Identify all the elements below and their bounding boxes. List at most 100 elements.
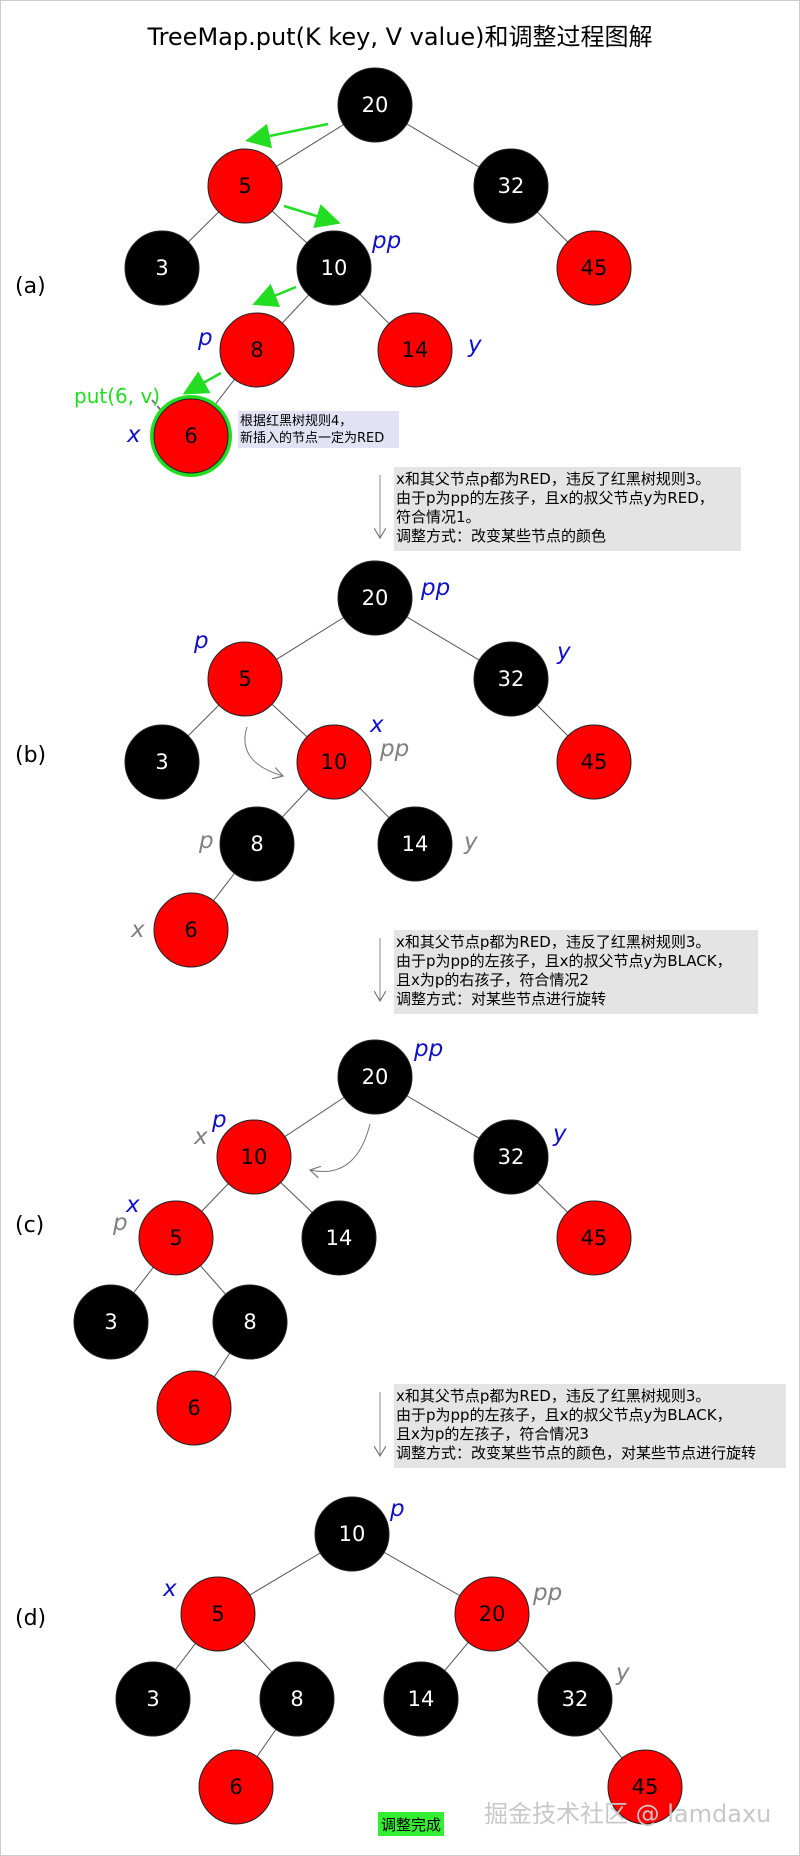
node-circle <box>556 230 632 306</box>
node-circle <box>207 148 283 224</box>
note-line: 且x为p的右孩子，符合情况2 <box>396 971 589 989</box>
node-key: 8 <box>250 832 263 856</box>
node-circle <box>124 230 200 306</box>
panel-label-d: (d) <box>15 1606 46 1631</box>
tree-node-a-8: 8 <box>219 312 295 388</box>
role-label-d-pp: pp <box>532 1580 562 1606</box>
node-circle <box>212 1284 288 1360</box>
tree-node-a-32: 32 <box>473 148 549 224</box>
node-circle <box>180 1576 256 1652</box>
role-label-b-pp: pp <box>420 575 450 601</box>
node-key: 45 <box>581 750 608 774</box>
tree-node-d-8: 8 <box>259 1661 335 1737</box>
note-line: x和其父节点p都为RED，违反了红黑树规则3。 <box>396 933 710 951</box>
note-line: 由于p为pp的左孩子，且x的叔父节点y为BLACK， <box>396 952 732 970</box>
role-label-d-x: x <box>162 1576 177 1602</box>
node-key: 45 <box>581 1226 608 1250</box>
tree-node-b-20: 20 <box>337 560 413 636</box>
note-box <box>394 930 758 1014</box>
tree-node-c-10: 10 <box>216 1119 292 1195</box>
node-circle <box>377 806 453 882</box>
role-label-c-x: x <box>193 1124 208 1150</box>
role-label-b-pp: pp <box>379 736 409 762</box>
node-key: 6 <box>229 1775 242 1799</box>
node-circle <box>73 1284 149 1360</box>
role-label-a-p: p <box>197 325 213 351</box>
node-circle <box>216 1119 292 1195</box>
note-line: x和其父节点p都为RED，违反了红黑树规则3。 <box>396 1387 710 1405</box>
note-line: 调整方式：改变某些节点的颜色 <box>396 527 606 545</box>
tree-node-c-20: 20 <box>337 1039 413 1115</box>
node-key: 32 <box>498 1145 525 1169</box>
note-line: 且x为p的左孩子，符合情况3 <box>396 1425 589 1443</box>
done-badge <box>378 1812 444 1836</box>
rotate-right-arrow <box>310 1123 371 1172</box>
node-key: 14 <box>326 1226 353 1250</box>
node-circle <box>314 1496 390 1572</box>
node-key: 8 <box>250 338 263 362</box>
role-label-b-p: p <box>193 628 209 654</box>
node-circle <box>207 641 283 717</box>
rotate-left-arrow <box>244 726 283 776</box>
tree-node-d-10: 10 <box>314 1496 390 1572</box>
node-circle <box>337 1039 413 1115</box>
node-key: 8 <box>290 1687 303 1711</box>
tree-node-a-5: 5 <box>207 148 283 224</box>
node-circle <box>296 724 372 800</box>
node-circle <box>556 1200 632 1276</box>
node-circle <box>124 724 200 800</box>
rule-note-line: 新插入的节点一定为RED <box>240 430 384 446</box>
node-key: 6 <box>184 424 197 448</box>
node-circle <box>115 1661 191 1737</box>
node-circle <box>301 1200 377 1276</box>
node-key: 14 <box>402 832 429 856</box>
tree-node-b-3: 3 <box>124 724 200 800</box>
note-line: 符合情况1。 <box>396 508 481 526</box>
search-path-arrow-0 <box>245 122 329 149</box>
tree-node-c-45: 45 <box>556 1200 632 1276</box>
node-circle <box>473 1119 549 1195</box>
node-circle <box>337 67 413 143</box>
role-label-c-y: y <box>552 1121 567 1147</box>
panel-label-b: (b) <box>15 743 46 768</box>
node-key: 10 <box>339 1522 366 1546</box>
rule-note-line: 根据红黑树规则4， <box>240 413 352 429</box>
node-key: 20 <box>362 1065 389 1089</box>
tree-node-a-10: 10 <box>296 230 372 306</box>
role-label-a-y: y <box>467 332 482 358</box>
role-label-b-y: y <box>463 829 478 855</box>
panel-label-c: (c) <box>15 1213 44 1238</box>
node-key: 5 <box>169 1226 182 1250</box>
tree-node-a-6: 6 <box>150 395 232 477</box>
node-key: 10 <box>321 256 348 280</box>
role-label-b-y: y <box>556 639 571 665</box>
search-path-arrow-2 <box>252 283 297 307</box>
node-circle <box>219 806 295 882</box>
tree-node-b-32: 32 <box>473 641 549 717</box>
tree-node-c-14: 14 <box>301 1200 377 1276</box>
node-key: 3 <box>104 1310 117 1334</box>
role-label-c-p: p <box>211 1107 227 1133</box>
tree-node-a-3: 3 <box>124 230 200 306</box>
note-box <box>394 1384 786 1468</box>
role-label-a-pp: pp <box>371 228 401 254</box>
tree-node-c-6: 6 <box>156 1370 232 1446</box>
tree-node-d-14: 14 <box>383 1661 459 1737</box>
tree-node-d-45: 45 <box>607 1749 683 1825</box>
rule-note-box <box>238 411 399 448</box>
node-key: 20 <box>479 1602 506 1626</box>
role-label-c-p: p <box>112 1210 128 1236</box>
node-key: 5 <box>211 1602 224 1626</box>
role-label-c-pp: pp <box>413 1036 443 1062</box>
role-label-d-p: p <box>389 1496 405 1522</box>
node-circle <box>537 1661 613 1737</box>
node-circle <box>454 1576 530 1652</box>
search-path-arrow-1 <box>283 204 341 229</box>
role-label-c-x: x <box>125 1192 140 1218</box>
tree-node-d-3: 3 <box>115 1661 191 1737</box>
note-line: x和其父节点p都为RED，违反了红黑树规则3。 <box>396 470 710 488</box>
note-box <box>394 467 741 551</box>
put-call-label: put(6, v) <box>74 384 160 408</box>
